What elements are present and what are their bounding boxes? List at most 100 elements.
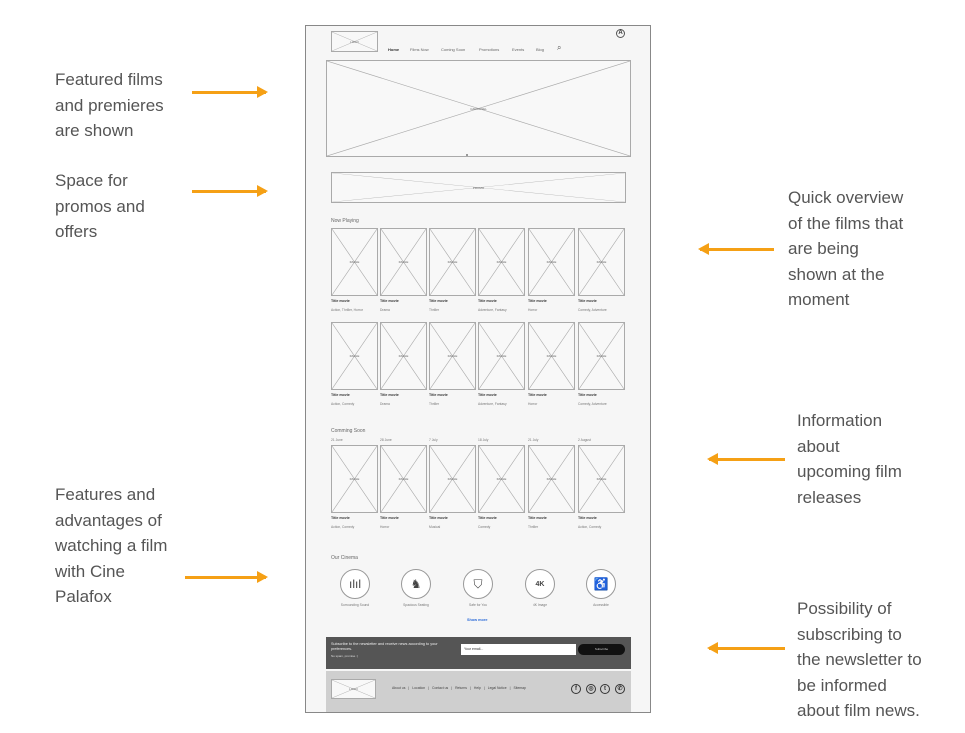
movie-poster[interactable]: IMAGE — [528, 228, 575, 296]
movie-genre: Drama — [380, 308, 390, 312]
movie-title[interactable]: Title movie — [528, 516, 547, 520]
movie-poster[interactable]: IMAGE — [429, 322, 476, 390]
movie-poster[interactable]: IMAGE — [578, 322, 625, 390]
placeholder-cross-icon — [327, 61, 630, 156]
feature-label: 4K Image — [532, 603, 548, 607]
image-label: IMAGE — [546, 477, 557, 481]
movie-genre: Comedy, Adventure — [578, 402, 607, 406]
movie-title[interactable]: Title movie — [331, 516, 350, 520]
placeholder-cross-icon — [479, 229, 524, 295]
annotation-promos: Space for promos and offers — [55, 171, 145, 241]
footer-link[interactable]: Legal Notice — [487, 686, 507, 690]
movie-poster[interactable]: IMAGE — [528, 322, 575, 390]
movie-poster[interactable]: IMAGE — [578, 228, 625, 296]
image-label: IMAGE — [596, 477, 607, 481]
twitter-icon[interactable]: t — [600, 684, 610, 694]
movie-title[interactable]: Title movie — [578, 299, 597, 303]
movie-poster[interactable]: IMAGE — [380, 322, 427, 390]
movie-title[interactable]: Title movie — [528, 299, 547, 303]
feature-label: Safe for You — [469, 603, 487, 607]
movie-poster[interactable]: IMAGE — [429, 445, 476, 513]
movie-genre: Thriller — [429, 308, 440, 312]
email-input[interactable]: Your email... — [461, 644, 576, 655]
search-icon[interactable]: ⌕ — [557, 43, 562, 52]
feature-label: Surrounding Sound — [340, 603, 370, 607]
nav-promotions[interactable]: Promotions — [479, 47, 500, 52]
footer-logo[interactable]: LOGO — [331, 679, 376, 699]
image-label: IMAGE — [546, 354, 557, 358]
movie-title[interactable]: Title movie — [331, 299, 350, 303]
movie-poster[interactable]: IMAGE — [380, 228, 427, 296]
nav-blog[interactable]: Blog — [536, 47, 545, 52]
movie-poster[interactable]: IMAGE — [478, 445, 525, 513]
placeholder-cross-icon — [529, 323, 574, 389]
nav-events[interactable]: Events — [512, 47, 525, 52]
wheelchair-icon: ♿ — [586, 569, 616, 599]
movie-title[interactable]: Title movie — [380, 299, 399, 303]
image-label: IMAGE — [496, 477, 507, 481]
movie-genre: Thriller — [528, 525, 539, 529]
show-more-link[interactable]: Show more — [467, 618, 488, 622]
instagram-icon[interactable]: ◎ — [586, 684, 596, 694]
carousel[interactable]: CAROUSEL — [326, 60, 631, 157]
header-logo[interactable]: LOGO — [331, 31, 378, 52]
placeholder-cross-icon — [381, 446, 426, 512]
nav-home[interactable]: Home — [388, 47, 400, 52]
release-date: 18 July — [478, 438, 489, 442]
movie-title[interactable]: Title movie — [331, 393, 350, 397]
movie-title[interactable]: Title movie — [478, 393, 497, 397]
arrow-right-icon — [192, 86, 268, 98]
footer-link[interactable]: Help — [473, 686, 481, 690]
footer-links: About us|Location|Contact us|Returns|Hel… — [392, 686, 526, 690]
footer-link[interactable]: About us — [392, 686, 406, 690]
movie-title[interactable]: Title movie — [429, 516, 448, 520]
footer-link[interactable]: Contact us — [432, 686, 449, 690]
movie-title[interactable]: Title movie — [578, 393, 597, 397]
image-label: IMAGE — [349, 260, 360, 264]
image-label: IMAGE — [546, 260, 557, 264]
movie-poster[interactable]: IMAGE — [380, 445, 427, 513]
movie-title[interactable]: Title movie — [478, 516, 497, 520]
nav-films-now[interactable]: Films Now — [410, 47, 429, 52]
placeholder-cross-icon — [332, 173, 625, 202]
release-date: 28 June — [380, 438, 392, 442]
image-label: IMAGE — [349, 354, 360, 358]
coming-soon-heading: Comming Soon — [331, 428, 366, 434]
nav-coming-soon[interactable]: Coming Soon — [441, 47, 466, 52]
movie-poster[interactable]: IMAGE — [578, 445, 625, 513]
image-label: IMAGE — [447, 354, 458, 358]
facebook-icon[interactable]: f — [571, 684, 581, 694]
link-separator: | — [408, 686, 410, 690]
movie-poster[interactable]: IMAGE — [528, 445, 575, 513]
movie-poster[interactable]: IMAGE — [429, 228, 476, 296]
movie-genre: Comedy, Adventure — [578, 308, 607, 312]
movie-poster[interactable]: IMAGE — [478, 228, 525, 296]
movie-title[interactable]: Title movie — [528, 393, 547, 397]
account-icon[interactable]: A — [616, 29, 625, 38]
footer-link[interactable]: Returns — [455, 686, 467, 690]
carousel-dot[interactable] — [465, 154, 468, 156]
movie-poster[interactable]: IMAGE — [331, 228, 378, 296]
movie-poster[interactable]: IMAGE — [478, 322, 525, 390]
subscribe-button[interactable]: Subscribe — [578, 644, 625, 655]
movie-title[interactable]: Title movie — [380, 393, 399, 397]
image-label: IMAGE — [447, 477, 458, 481]
footer-link[interactable]: Sitemap — [513, 686, 526, 690]
movie-title[interactable]: Title movie — [429, 299, 448, 303]
movie-poster[interactable]: IMAGE — [331, 445, 378, 513]
movie-title[interactable]: Title movie — [478, 299, 497, 303]
movie-genre: Adventure, Fantasy — [478, 402, 507, 406]
movie-title[interactable]: Title movie — [429, 393, 448, 397]
whatsapp-icon[interactable]: ✆ — [615, 684, 625, 694]
release-date: 2 August — [578, 438, 591, 442]
movie-genre: Musical — [429, 525, 441, 529]
promo-banner[interactable]: PROMO — [331, 172, 626, 203]
movie-title[interactable]: Title movie — [578, 516, 597, 520]
movie-poster[interactable]: IMAGE — [331, 322, 378, 390]
movie-title[interactable]: Title movie — [380, 516, 399, 520]
placeholder-cross-icon — [430, 229, 475, 295]
footer: LOGO About us|Location|Contact us|Return… — [326, 671, 631, 712]
footer-link[interactable]: Location — [412, 686, 426, 690]
image-label: IMAGE — [447, 260, 458, 264]
now-playing-heading: Now Playing — [331, 218, 359, 224]
